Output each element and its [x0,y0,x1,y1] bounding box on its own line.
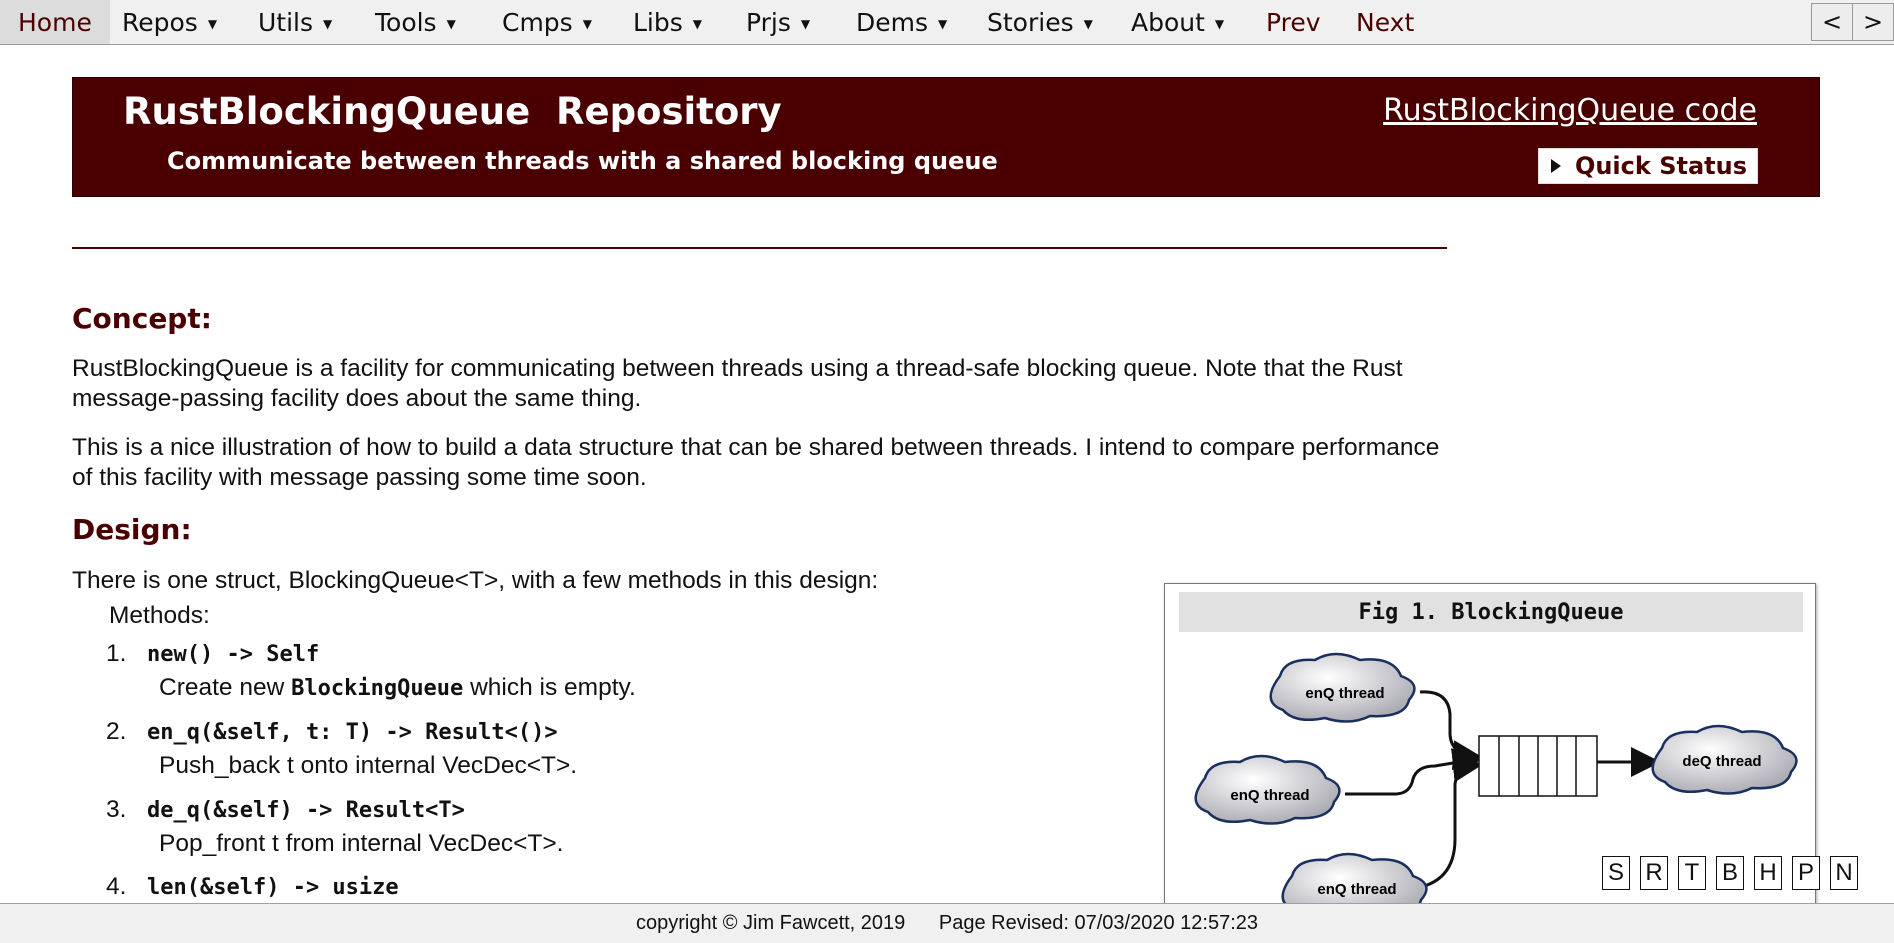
page-header-banner: RustBlockingQueue Repository Communicate… [72,77,1820,197]
queue-buffer [1478,735,1598,797]
enq-connector-top [1419,690,1483,771]
quick-status-label: Quick Status [1574,152,1747,180]
triangle-right-icon [1550,159,1561,173]
page-footer: copyright © Jim Fawcett, 2019 Page Revis… [0,903,1894,943]
code-link[interactable]: RustBlockingQueue code [1383,93,1757,128]
enq-connector-middle [1345,748,1483,796]
enq-thread-label: enQ thread [1317,881,1396,898]
menu-label: Utils [258,8,314,37]
method-signature: de_q(&self) -> Result<T> [147,798,465,823]
menu-utils[interactable]: Utils ▼ [258,0,332,44]
method-signature: en_q(&self, t: T) -> Result<()> [147,720,558,745]
menu-stories[interactable]: Stories ▼ [987,0,1093,44]
caret-down-icon: ▼ [692,17,703,31]
design-heading: Design: [72,513,192,546]
concept-paragraph-1: RustBlockingQueue is a facility for comm… [72,355,1403,412]
method-description: Push_back t onto internal VecDec<T>. [159,752,578,779]
caret-down-icon: ▼ [1214,17,1225,31]
menu-cmps[interactable]: Cmps ▼ [502,0,592,44]
menu-tools[interactable]: Tools ▼ [375,0,456,44]
menu-label: Cmps [502,8,573,37]
method-number: 1. [106,640,127,667]
method-number: 3. [106,796,127,823]
enq-connector-bottom [1409,752,1483,891]
method-number: 2. [106,718,127,745]
page-button-h[interactable]: H [1754,856,1782,890]
cloud-icon [1269,652,1416,723]
nav-forward-button[interactable]: > [1852,3,1894,41]
page-subtitle: Communicate between threads with a share… [167,147,998,175]
nav-back-button[interactable]: < [1811,3,1853,41]
caret-down-icon: ▼ [207,17,218,31]
caret-down-icon: ▼ [800,17,811,31]
page-button-b[interactable]: B [1716,856,1744,890]
page-button-t[interactable]: T [1678,856,1706,890]
page-button-s[interactable]: S [1602,856,1630,890]
method-number: 4. [106,873,127,900]
menu-label: Dems [856,8,929,37]
page-button-r[interactable]: R [1640,856,1668,890]
menu-label: Libs [633,8,683,37]
blocking-queue-figure: enQ thread enQ thread enQ thread deQ thr… [1164,583,1816,923]
desc-text: Create new [159,674,292,701]
cloud-icon [1651,724,1798,795]
caret-down-icon: ▼ [938,17,948,31]
menu-repos[interactable]: Repos ▼ [122,0,217,44]
page-button-p[interactable]: P [1792,856,1820,890]
menu-label: About [1131,8,1205,37]
caret-down-icon: ▼ [582,17,592,31]
caret-down-icon: ▼ [446,17,456,31]
menu-label: Tools [375,8,437,37]
divider [72,247,1447,249]
menu-libs[interactable]: Libs ▼ [633,0,702,44]
menu-home[interactable]: Home [0,0,110,44]
design-intro: There is one struct, BlockingQueue<T>, w… [72,567,879,594]
method-description: Create new BlockingQueue which is empty. [159,674,636,702]
quick-status-button[interactable]: Quick Status [1537,148,1758,184]
blocking-queue-diagram: enQ thread enQ thread enQ thread deQ thr… [1194,652,1798,922]
menu-label: Repos [122,8,198,37]
menu-label: Stories [987,8,1074,37]
page-title: RustBlockingQueue Repository [123,90,782,133]
copyright-text: copyright © Jim Fawcett, 2019 [636,912,906,934]
method-signature: new() -> Self [147,642,320,667]
menu-dems[interactable]: Dems ▼ [856,0,947,44]
caret-down-icon: ▼ [1083,17,1093,31]
top-menu-bar: Home Repos ▼ Utils ▼ Tools ▼ Cmps ▼ Libs ▼ Pr… [0,0,1894,45]
enq-thread-label: enQ thread [1305,685,1384,702]
cloud-icon [1194,754,1341,825]
page-button-n[interactable]: N [1830,856,1858,890]
method-signature: len(&self) -> usize [147,875,399,900]
menu-prev[interactable]: Prev [1266,8,1321,37]
desc-code: BlockingQueue [291,676,464,701]
caret-down-icon: ▼ [323,17,333,31]
deq-thread-label: deQ thread [1682,753,1761,770]
concept-paragraph-2: This is a nice illustration of how to bu… [72,434,1440,491]
menu-label: Prjs [746,8,791,37]
method-description: Pop_front t from internal VecDec<T>. [159,830,564,857]
methods-label: Methods: [109,602,210,629]
menu-next[interactable]: Next [1356,8,1415,37]
desc-text: which is empty. [463,674,636,701]
page-revised-text: Page Revised: 07/03/2020 12:57:23 [938,912,1258,934]
menu-about[interactable]: About ▼ [1131,0,1224,44]
menu-prjs[interactable]: Prjs ▼ [746,0,810,44]
figure-caption: Fig 1. BlockingQueue [1179,592,1803,632]
concept-heading: Concept: [72,302,212,335]
enq-thread-label: enQ thread [1230,787,1309,804]
